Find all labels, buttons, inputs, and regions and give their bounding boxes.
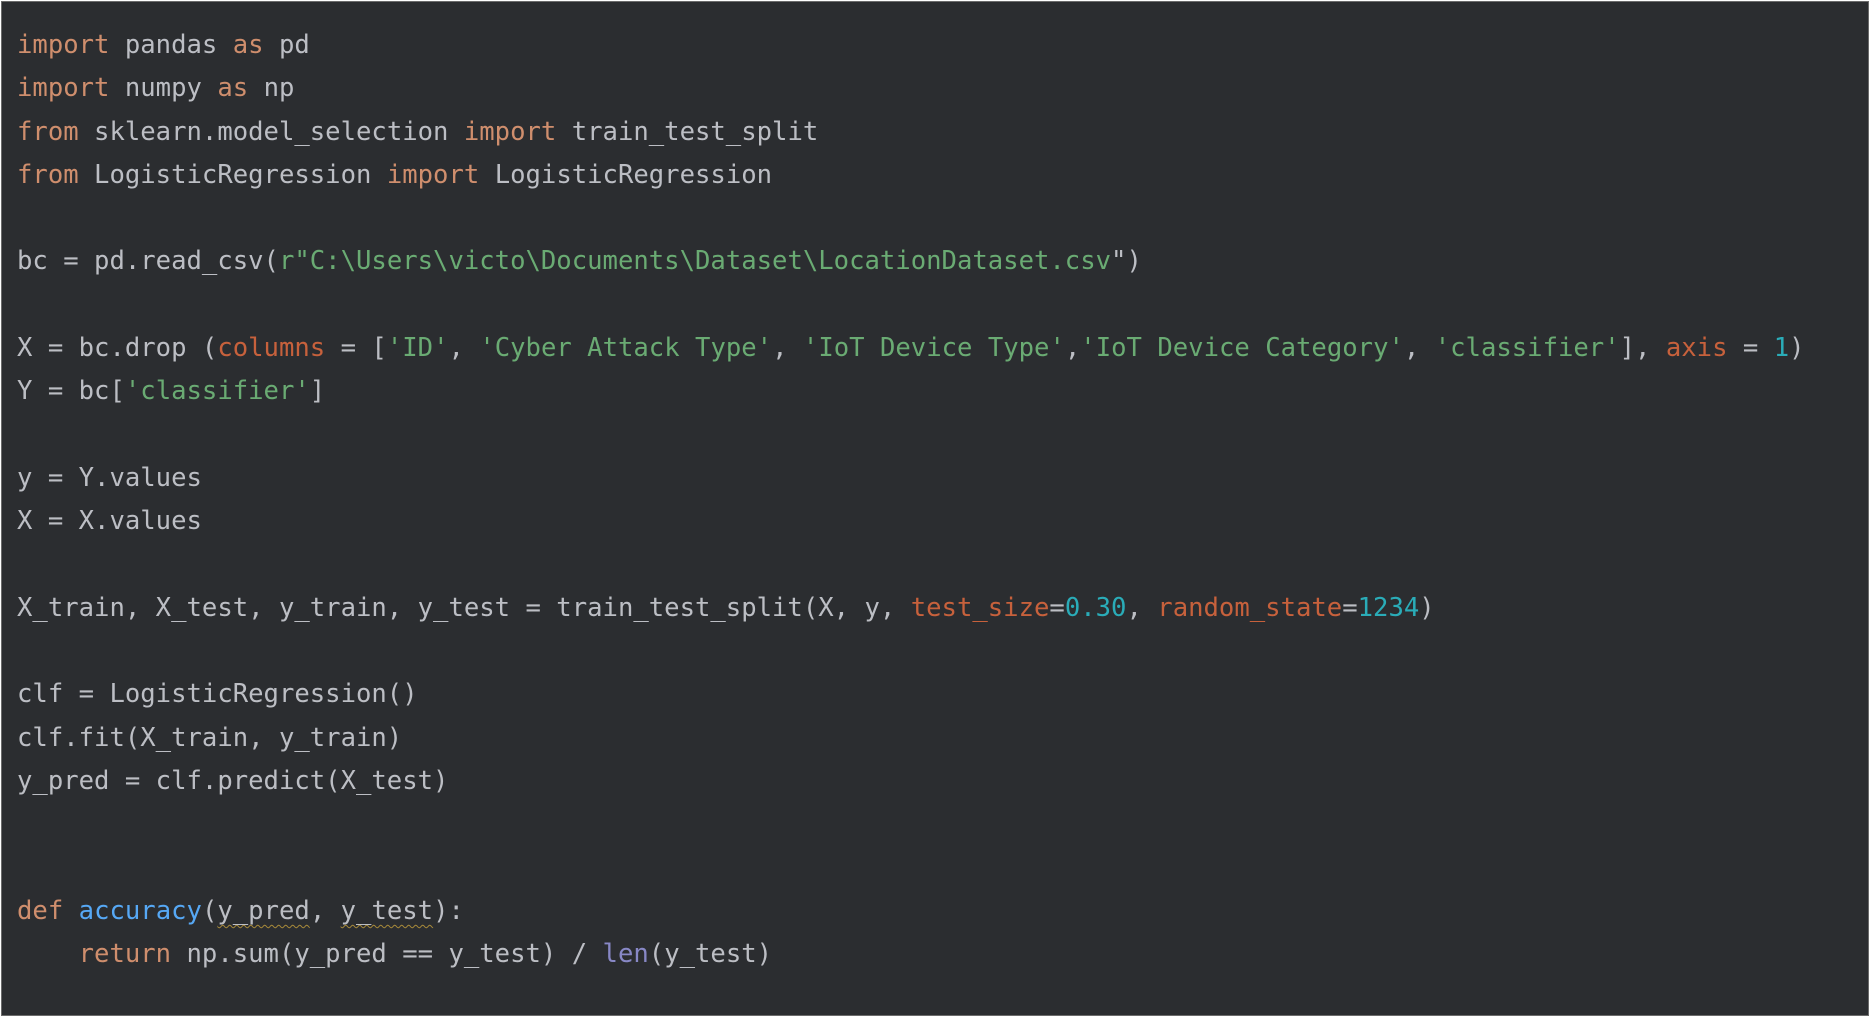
code-token: ,: [309, 895, 341, 926]
code-token: =: [1049, 592, 1065, 623]
code-token: 1: [1773, 333, 1790, 364]
code-token: ,: [1064, 333, 1081, 364]
code-line-4[interactable]: from LogisticRegression import LogisticR…: [17, 154, 1805, 197]
code-token: test_size: [910, 592, 1050, 623]
code-token: from: [17, 116, 79, 147]
code-token: numpy: [109, 73, 218, 104]
code-token: 'IoT Device Type': [802, 333, 1065, 364]
code-token: LogisticRegression: [78, 159, 387, 190]
code-token: sklearn.model_selection: [78, 116, 464, 147]
code-token: clf = LogisticRegression(): [17, 679, 418, 710]
code-token: [63, 896, 78, 926]
code-line-8[interactable]: X = bc.drop (columns = ['ID', 'Cyber Att…: [17, 327, 1805, 370]
code-token: X_train, X_test, y_train, y_test = train…: [17, 592, 911, 623]
code-token: y_test: [340, 895, 434, 926]
code-token: (y_test): [648, 939, 773, 970]
code-token: pandas: [109, 30, 233, 60]
code-token: pd: [263, 30, 310, 60]
code-token: ): [1789, 333, 1805, 364]
code-line-22[interactable]: return np.sum(y_pred == y_test) / len(y_…: [17, 933, 1805, 976]
code-token: y_pred = clf.predict(X_test): [17, 766, 449, 797]
code-token: Y = bc[: [17, 376, 125, 407]
code-token: 'classifier': [1434, 333, 1620, 364]
code-token: 'ID': [386, 333, 449, 364]
code-line-17[interactable]: clf.fit(X_train, y_train): [17, 717, 1805, 760]
code-token: 0.30: [1064, 592, 1127, 623]
code-token: ,: [448, 333, 480, 364]
code-line-1[interactable]: import pandas as pd: [17, 24, 1805, 67]
code-line-13[interactable]: [17, 544, 1805, 587]
code-token: ,: [1126, 592, 1158, 623]
code-token: ,: [1403, 333, 1435, 364]
code-line-7[interactable]: [17, 284, 1805, 327]
code-line-10[interactable]: [17, 414, 1805, 457]
code-token: X = bc.drop (: [17, 333, 218, 364]
code-token: train_test_split: [556, 116, 819, 147]
code-token: np: [248, 73, 295, 104]
code-token: accuracy: [78, 895, 202, 926]
code-token: 'Cyber Attack Type': [479, 333, 773, 364]
code-token: as: [232, 30, 264, 60]
code-token: import: [386, 159, 480, 190]
code-line-12[interactable]: X = X.values: [17, 500, 1805, 543]
code-token: return: [78, 939, 172, 970]
code-token: =: [1727, 333, 1774, 364]
code-token: clf.fit(X_train, y_train): [17, 722, 403, 753]
code-token: 'classifier': [124, 376, 310, 407]
code-token: import: [17, 73, 110, 104]
code-token: axis: [1665, 333, 1728, 364]
code-token: random_state: [1157, 592, 1343, 623]
code-token: bc = pd.read_csv(: [17, 246, 279, 277]
code-token: (: [201, 895, 218, 926]
code-token: y_pred: [217, 895, 310, 926]
code-token: import: [17, 30, 110, 60]
code-token: = [: [325, 333, 387, 364]
code-line-5[interactable]: [17, 197, 1805, 240]
code-line-15[interactable]: [17, 630, 1805, 673]
code-token: columns: [217, 333, 326, 364]
code-token: ): [1419, 592, 1435, 623]
code-line-2[interactable]: import numpy as np: [17, 67, 1805, 110]
code-token: 1234: [1357, 592, 1420, 623]
code-token: ]: [309, 376, 326, 407]
code-line-20[interactable]: [17, 847, 1805, 890]
code-token: 'IoT Device Category': [1080, 333, 1404, 364]
code-token: y = Y.values: [17, 462, 202, 493]
code-token: ,: [772, 333, 803, 364]
code-token: as: [217, 73, 249, 104]
code-token: def: [17, 895, 64, 926]
code-token: =: [1342, 592, 1358, 623]
code-line-6[interactable]: bc = pd.read_csv(r"C:\Users\victo\Docume…: [17, 240, 1805, 283]
code-token: ):: [433, 895, 464, 926]
code-token: len: [602, 939, 649, 970]
code-token: "): [1111, 246, 1142, 277]
code-token: import: [463, 116, 557, 147]
code-line-3[interactable]: from sklearn.model_selection import trai…: [17, 111, 1805, 154]
code-token: X = X.values: [17, 506, 202, 537]
code-line-19[interactable]: [17, 803, 1805, 846]
code-token: ],: [1619, 333, 1666, 364]
code-token: r"C:\Users\victo\Documents\Dataset\Locat…: [278, 246, 1112, 277]
code-line-11[interactable]: y = Y.values: [17, 457, 1805, 500]
code-line-21[interactable]: def accuracy(y_pred, y_test):: [17, 890, 1805, 933]
code-line-18[interactable]: y_pred = clf.predict(X_test): [17, 760, 1805, 803]
code-token: np.sum(y_pred == y_test) /: [171, 939, 603, 970]
code-line-9[interactable]: Y = bc['classifier']: [17, 370, 1805, 413]
code-token: from: [17, 159, 79, 190]
code-token: LogisticRegression: [479, 159, 773, 190]
code-token: [17, 939, 79, 969]
code-line-16[interactable]: clf = LogisticRegression(): [17, 673, 1805, 716]
code-line-14[interactable]: X_train, X_test, y_train, y_test = train…: [17, 587, 1805, 630]
